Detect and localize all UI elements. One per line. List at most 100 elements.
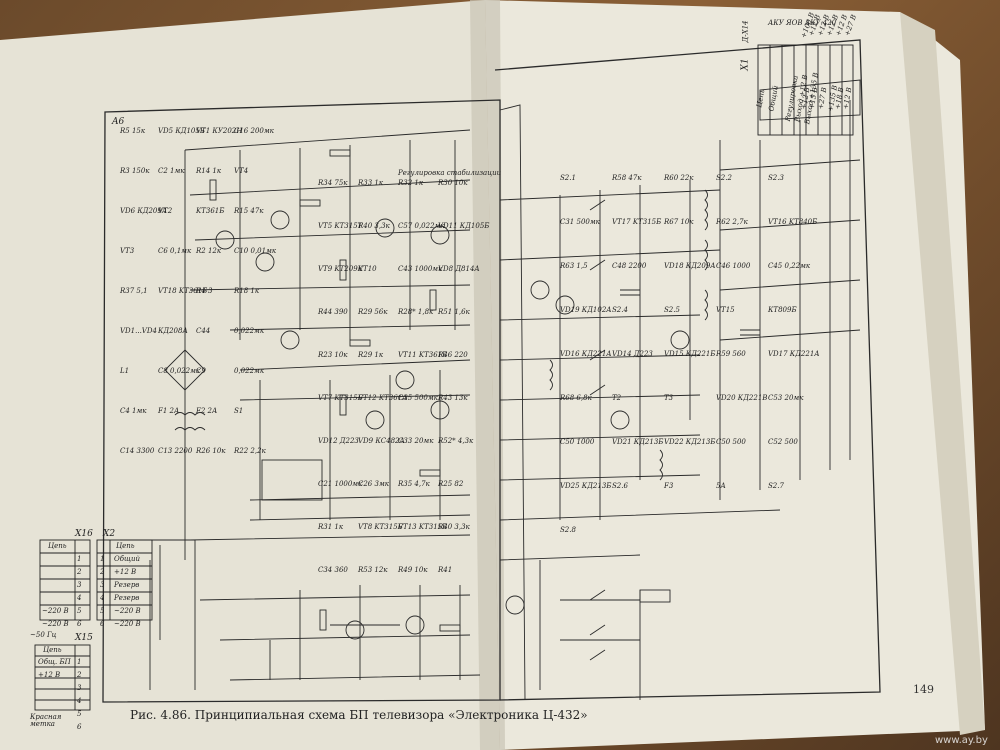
component-label: VD18 КД209А bbox=[664, 262, 716, 270]
table-cell-net: Общий bbox=[114, 555, 141, 563]
table-cell-pin: 4 bbox=[77, 594, 82, 602]
component-label: VD6 КД209А bbox=[120, 207, 168, 215]
component-label: C9 bbox=[196, 367, 206, 375]
component-label: T3 bbox=[664, 394, 674, 402]
component-label: VT13 KT315Б bbox=[398, 523, 448, 531]
component-label: VT15 bbox=[716, 306, 735, 314]
component-label: R41 bbox=[438, 566, 453, 574]
component-label: VD25 КД213Б bbox=[560, 482, 612, 490]
component-label: R2 12к bbox=[196, 247, 222, 255]
connector-x16-label: X16 bbox=[75, 529, 93, 539]
component-label: VD11 КД105Б bbox=[438, 222, 490, 230]
component-label: 5А bbox=[716, 482, 726, 490]
component-label: S2.5 bbox=[664, 306, 680, 314]
table-cell-pin: 3 bbox=[100, 581, 105, 589]
component-label: S2.6 bbox=[612, 482, 628, 490]
table-cell-net: Резерв bbox=[114, 594, 140, 602]
table-cell-pin: 3 bbox=[77, 581, 82, 589]
table-cell-pin: 1 bbox=[100, 555, 105, 563]
component-label: R35 4,7к bbox=[398, 480, 430, 488]
component-label: VT9 KT209К bbox=[318, 265, 364, 273]
component-label: VT4 bbox=[234, 167, 249, 175]
table-cell-net: ~220 В bbox=[114, 607, 141, 615]
component-label: R31 1к bbox=[318, 523, 344, 531]
connector-x1-pins: Д-Х14 bbox=[741, 20, 750, 43]
component-label: R34 75к bbox=[318, 179, 348, 187]
table-cell-pin: 2 bbox=[77, 671, 82, 679]
mains-note: ~50 Гц bbox=[30, 631, 57, 639]
component-label: VT10 bbox=[358, 265, 377, 273]
figure-caption: Рис. 4.86. Принципиальная схема БП телев… bbox=[130, 708, 588, 722]
component-label: VD16 КД221А bbox=[560, 350, 612, 358]
component-label: S2.4 bbox=[612, 306, 628, 314]
component-label: R68 6,8к bbox=[560, 394, 592, 402]
component-label: R3 150к bbox=[120, 167, 150, 175]
component-label: R15 47к bbox=[234, 207, 264, 215]
component-label: C2 1мк bbox=[158, 167, 185, 175]
book-gutter-shadow bbox=[470, 0, 505, 750]
component-label: C57 0,022мк bbox=[398, 222, 445, 230]
right-frame bbox=[494, 39, 881, 701]
component-label: F1 2А bbox=[158, 407, 180, 415]
component-label: T2 bbox=[612, 394, 622, 402]
table-cell-pin: 5 bbox=[77, 607, 82, 615]
table-cell-pin: 3 bbox=[77, 684, 82, 692]
right-page bbox=[485, 0, 985, 750]
component-label: C13 2200 bbox=[158, 447, 193, 455]
x15-header: Цепь bbox=[43, 646, 62, 654]
component-label: C6 0,1мк bbox=[158, 247, 192, 255]
schematic-wiring-left bbox=[120, 129, 481, 690]
component-label: R46 220 bbox=[438, 351, 468, 359]
connector-x2-label: X2 bbox=[103, 529, 116, 539]
component-label: VT11 KT361Б bbox=[398, 351, 448, 359]
table-cell-pin: 6 bbox=[77, 620, 82, 628]
component-label: S1 bbox=[234, 407, 244, 415]
connector-x15-label: X15 bbox=[75, 633, 93, 643]
table-cell-pin: 6 bbox=[100, 620, 105, 628]
component-label: VD20 КД221В bbox=[716, 394, 768, 402]
table-cell-pin: 5 bbox=[77, 710, 82, 718]
component-label: VT1 КУ202Н bbox=[196, 127, 243, 135]
table-cell-net: ~220 В bbox=[114, 620, 141, 628]
component-label: C14 3300 bbox=[120, 447, 155, 455]
page-edges bbox=[900, 12, 985, 735]
component-label: S2.2 bbox=[716, 174, 732, 182]
stabilization-note: Регулировка стабилизации bbox=[398, 169, 502, 177]
main-board-label: A6 bbox=[112, 117, 125, 127]
component-label: C31 500мк bbox=[560, 218, 600, 226]
component-label: R59 560 bbox=[716, 350, 746, 358]
component-label: KT361Б bbox=[196, 207, 225, 215]
component-label: C16 200мк bbox=[234, 127, 274, 135]
table-cell-pin: 1 bbox=[77, 555, 82, 563]
component-label: VT17 KT315Б bbox=[612, 218, 662, 226]
connector-tables bbox=[34, 44, 854, 711]
component-label: R30 10к bbox=[438, 179, 468, 187]
component-label: R60 22к bbox=[664, 174, 694, 182]
component-label: VD8 Д814А bbox=[438, 265, 480, 273]
component-label: C21 1000мк bbox=[318, 480, 363, 488]
component-label: R67 10к bbox=[664, 218, 694, 226]
component-label: VD9 КС482А bbox=[358, 437, 405, 445]
component-label: R40 3,3к bbox=[358, 222, 390, 230]
component-label: VT12 KT361А bbox=[358, 394, 408, 402]
component-label: C34 360 bbox=[318, 566, 348, 574]
component-label: R33 1к bbox=[358, 179, 384, 187]
component-label: 0,022мк bbox=[234, 327, 265, 335]
component-label: R58 47к bbox=[612, 174, 642, 182]
component-label: R25 82 bbox=[438, 480, 464, 488]
component-label: R37 5,1 bbox=[120, 287, 148, 295]
schematic-wiring-right bbox=[499, 79, 861, 701]
component-label: R4 3 bbox=[196, 287, 213, 295]
component-label: VT3 bbox=[120, 247, 135, 255]
component-label: R52* 4,3к bbox=[438, 437, 474, 445]
component-label: R62 2,7к bbox=[716, 218, 748, 226]
table-cell-net: +12 В bbox=[38, 671, 61, 679]
component-label: C50 500 bbox=[716, 438, 746, 446]
component-label: C48 2200 bbox=[612, 262, 647, 270]
x2-header: Цепь bbox=[116, 542, 135, 550]
component-label: R18 1к bbox=[234, 287, 260, 295]
component-label: R29 56к bbox=[358, 308, 388, 316]
table-cell-pin: 2 bbox=[77, 568, 82, 576]
component-label: C53 20мк bbox=[768, 394, 804, 402]
